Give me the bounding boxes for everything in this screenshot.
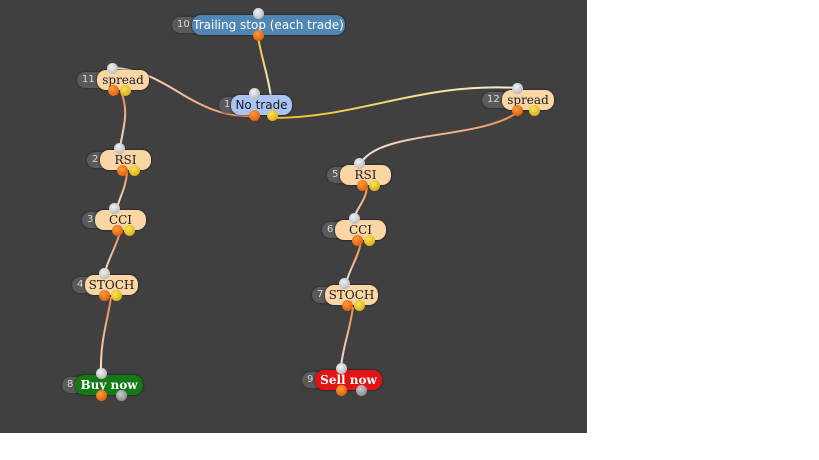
output-port-secondary[interactable]: [116, 390, 127, 401]
node-buy-now[interactable]: 8 Buy now: [62, 368, 144, 401]
input-port[interactable]: [107, 63, 118, 74]
node-label: CCI: [335, 220, 386, 240]
node-cci-3[interactable]: 3 CCI: [82, 203, 146, 236]
input-port[interactable]: [354, 158, 365, 169]
node-stoch-7[interactable]: 7 STOCH: [312, 278, 378, 311]
wire-notrade-to-spread12: [271, 86, 519, 119]
output-port-true[interactable]: [99, 290, 110, 301]
node-label: RSI: [340, 165, 391, 185]
wire-spread12-to-rsi5: [360, 111, 519, 164]
node-spread-11[interactable]: 11 spread: [77, 63, 149, 96]
output-port-false[interactable]: [267, 110, 278, 121]
input-port[interactable]: [512, 83, 523, 94]
input-port[interactable]: [96, 368, 107, 379]
node-label: Sell now: [315, 370, 382, 390]
node-no-trade[interactable]: 1 No trade: [219, 88, 293, 121]
wire-stoch7-to-sell: [340, 306, 354, 369]
input-port[interactable]: [109, 203, 120, 214]
node-label: RSI: [100, 150, 151, 170]
diagram-canvas[interactable]: 10 Trailing stop (each trade) 11 spread …: [0, 0, 587, 433]
node-spread-12[interactable]: 12 spread: [482, 83, 554, 116]
output-port-false[interactable]: [124, 225, 135, 236]
node-rsi-2[interactable]: 2 RSI: [87, 143, 151, 176]
wire-cci3-to-stoch4: [104, 231, 121, 274]
node-sell-now[interactable]: 9 Sell now: [302, 363, 382, 396]
node-label: No trade: [231, 95, 292, 115]
wire-trailing-to-notrade: [257, 36, 272, 98]
node-label: Trailing stop (each trade): [192, 15, 345, 35]
output-port[interactable]: [336, 385, 347, 396]
output-port-false[interactable]: [354, 300, 365, 311]
output-port-true[interactable]: [357, 180, 368, 191]
output-port-true[interactable]: [249, 110, 260, 121]
output-port[interactable]: [253, 30, 264, 41]
wire-cci6-to-stoch7: [345, 241, 362, 284]
output-port-true[interactable]: [108, 85, 119, 96]
output-port-true[interactable]: [512, 105, 523, 116]
output-port-true[interactable]: [112, 225, 123, 236]
input-port[interactable]: [253, 8, 264, 19]
output-port-secondary[interactable]: [356, 385, 367, 396]
input-port[interactable]: [249, 88, 260, 99]
input-port[interactable]: [339, 278, 350, 289]
output-port-false[interactable]: [364, 235, 375, 246]
node-label: Buy now: [75, 375, 143, 395]
output-port-false[interactable]: [129, 165, 140, 176]
output-port-false[interactable]: [529, 105, 540, 116]
node-label: CCI: [95, 210, 146, 230]
output-port-false[interactable]: [111, 290, 122, 301]
input-port[interactable]: [99, 268, 110, 279]
input-port[interactable]: [349, 213, 360, 224]
node-rsi-5[interactable]: 5 RSI: [327, 158, 391, 191]
wire-stoch4-to-buy: [99, 296, 112, 374]
output-port-true[interactable]: [117, 165, 128, 176]
node-label: STOCH: [85, 275, 138, 295]
node-stoch-4[interactable]: 4 STOCH: [72, 268, 138, 301]
input-port[interactable]: [336, 363, 347, 374]
node-label: STOCH: [325, 285, 378, 305]
output-port-false[interactable]: [369, 180, 380, 191]
node-cci-6[interactable]: 6 CCI: [322, 213, 386, 246]
output-port-false[interactable]: [120, 85, 131, 96]
input-port[interactable]: [114, 143, 125, 154]
node-label: spread: [502, 90, 554, 110]
output-port-true[interactable]: [352, 235, 363, 246]
node-trailing-stop[interactable]: 10 Trailing stop (each trade): [172, 8, 346, 41]
output-port[interactable]: [96, 390, 107, 401]
output-port-true[interactable]: [342, 300, 353, 311]
wire-spread11-to-rsi2: [119, 91, 127, 149]
wire-rsi2-to-cci3: [116, 171, 128, 209]
